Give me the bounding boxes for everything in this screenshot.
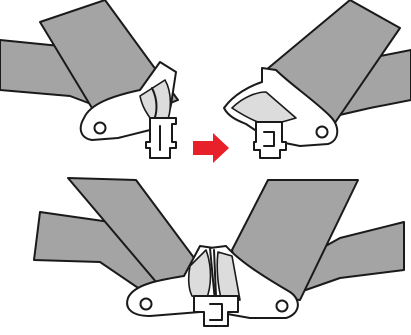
direction-arrow bbox=[193, 133, 229, 163]
top-right-slot-stem bbox=[254, 122, 286, 158]
direction-arrow-icon bbox=[193, 133, 229, 163]
bottom-locked-hook bbox=[194, 296, 238, 326]
top-right-buckle-assembly bbox=[224, 0, 411, 158]
bottom-joined-buckle-assembly bbox=[34, 178, 404, 326]
top-left-buckle-rivet bbox=[95, 123, 106, 134]
bottom-left-buckle-rivet bbox=[141, 299, 152, 310]
top-left-buckle-assembly bbox=[0, 0, 178, 158]
top-right-buckle-rivet bbox=[317, 127, 328, 138]
bottom-right-buckle-rivet bbox=[277, 301, 288, 312]
